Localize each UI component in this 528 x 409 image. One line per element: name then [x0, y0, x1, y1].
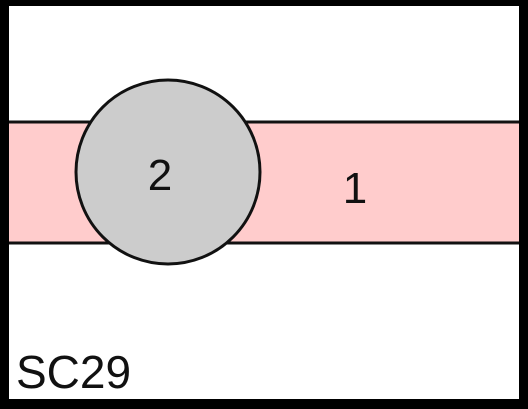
circle-region [74, 78, 262, 266]
circle-label: 2 [148, 151, 172, 200]
band-label: 1 [343, 164, 367, 213]
diagram-id-label: SC29 [16, 346, 131, 398]
